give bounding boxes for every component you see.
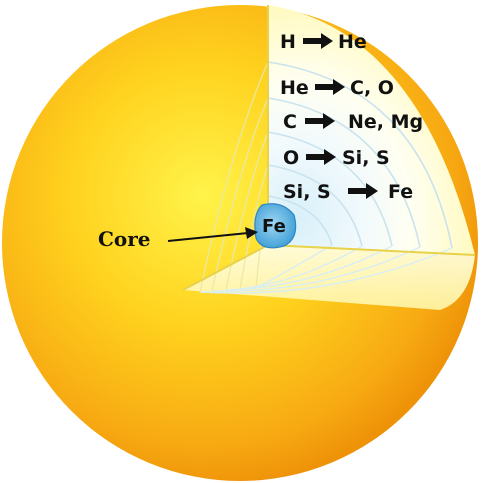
arrow-icon: [303, 33, 333, 49]
shell-h-to: He: [338, 31, 367, 53]
shell-label-h: H He: [280, 31, 367, 53]
shell-labels: H He He C, O C Ne, Mg O Si, S: [280, 31, 423, 203]
cutaway-wall: [268, 5, 475, 255]
shell-he-to: C, O: [350, 77, 394, 99]
shell-he-from: He: [280, 77, 309, 99]
shell-label-c: C Ne, Mg: [283, 111, 423, 133]
core-label: Core: [98, 227, 151, 251]
shell-si-from: Si, S: [283, 181, 331, 203]
shell-boundaries: [267, 61, 453, 249]
shell-c-from: C: [283, 111, 297, 133]
arrow-icon: [305, 113, 335, 129]
shell-h-from: H: [280, 31, 296, 53]
iron-core: [254, 203, 297, 249]
shell-label-o: O Si, S: [283, 147, 390, 169]
shell-c-to: Ne, Mg: [348, 111, 423, 133]
shell-o-from: O: [283, 147, 299, 169]
core-element-label: Fe: [262, 216, 286, 237]
cutaway-floor: [183, 245, 475, 310]
shell-si-to: Fe: [388, 181, 413, 203]
shell-label-he: He C, O: [280, 77, 394, 99]
shell-o-to: Si, S: [342, 147, 390, 169]
arrow-icon: [315, 79, 345, 95]
core-pointer-arrow: [167, 227, 258, 242]
shell-label-si: Si, S Fe: [283, 181, 413, 203]
arrow-icon: [348, 183, 378, 199]
arrow-icon: [306, 149, 336, 165]
